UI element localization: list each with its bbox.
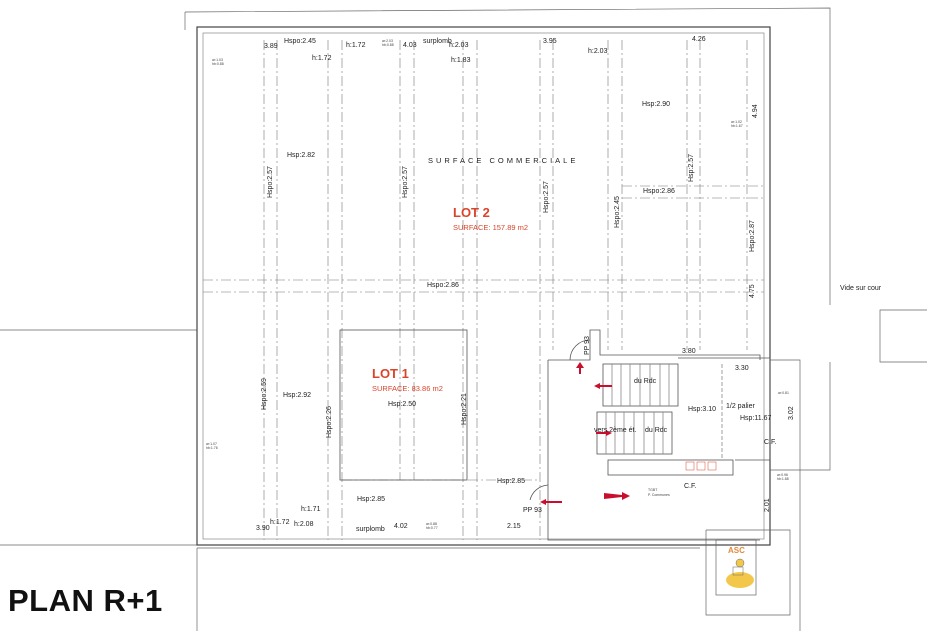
dim-label: Hsp:3.10 xyxy=(688,406,717,413)
dim-label: surplomb xyxy=(423,38,452,45)
exit-arrows xyxy=(540,362,630,505)
dim-label: 4.03 xyxy=(403,42,417,49)
dim-label: 3.89 xyxy=(264,43,278,50)
dim-label: h:1.72 xyxy=(312,55,332,62)
dim-label: h:2.03 xyxy=(588,48,608,55)
courtyard-label: Vide sur cour xyxy=(840,285,882,292)
dim-label: Hsp:2.57 xyxy=(688,153,695,182)
dim-label: h:1.71 xyxy=(301,506,321,513)
dim-label: Hsp:11.67 xyxy=(740,415,772,422)
window-note: ar:0.88 hb:0.77 xyxy=(426,522,438,530)
stair-label: du Rdc xyxy=(634,378,657,385)
dim-label: 3.30 xyxy=(735,365,749,372)
dim-label: Hspo:2.57 xyxy=(267,166,274,198)
elevator-icon xyxy=(726,558,754,588)
dim-label: Hsp:2.92 xyxy=(283,392,312,399)
stair-label: du Rdc xyxy=(645,427,668,434)
dim-label: Hsp:2.85 xyxy=(497,478,526,485)
dim-label: Hspo:2.26 xyxy=(326,406,333,438)
door-label: PP 93 xyxy=(523,507,542,514)
dim-label: h:2.03 xyxy=(449,42,469,49)
stair-label: vers 2ème ét. xyxy=(594,427,637,434)
dim-label: Hspo:2.59 xyxy=(261,378,268,410)
dim-label: surplomb xyxy=(356,526,385,533)
dim-label: Hspo:2.21 xyxy=(461,393,468,425)
dim-label: 4.75 xyxy=(749,284,756,298)
lot-1-label: LOT 1 xyxy=(372,366,409,381)
tgbt-label: TGBT xyxy=(648,488,658,492)
dim-label: 3.02 xyxy=(788,406,795,420)
dim-label: Hsp:2.82 xyxy=(287,152,316,159)
lot-1-surface: SURFACE: 83.86 m2 xyxy=(372,384,443,393)
plan-title: PLAN R+1 xyxy=(8,583,163,618)
dim-label: 3.95 xyxy=(543,38,557,45)
dim-label: Hspo:2.45 xyxy=(614,196,621,228)
dim-label: Hsp:2.85 xyxy=(357,496,386,503)
dim-label: h:2.08 xyxy=(294,521,314,528)
dim-label: Hspo:2.57 xyxy=(543,181,550,213)
dim-label: h:1.72 xyxy=(270,519,290,526)
elevator-label: ASC xyxy=(728,546,745,555)
dim-label: 2.01 xyxy=(764,498,771,512)
dim-label: Hspo:2.86 xyxy=(643,188,675,195)
landing-label: 1/2 palier xyxy=(726,403,755,410)
window-note: ar:2.03 hb:0.88 xyxy=(382,39,394,47)
window-note: ar:0.81 xyxy=(778,391,789,395)
door-label: PP 93 xyxy=(584,336,591,355)
surface-heading: SURFACE COMMERCIALE xyxy=(428,156,579,165)
dim-label: Hsp:2.90 xyxy=(642,101,671,108)
window-note: ar:1.03 hb:0.88 xyxy=(212,58,224,66)
dim-label: h:1.83 xyxy=(451,57,471,64)
dim-label: 4.94 xyxy=(752,104,759,118)
dim-label: 4.02 xyxy=(394,523,408,530)
lot-2-surface: SURFACE: 157.89 m2 xyxy=(453,223,529,232)
dim-label: Hspo:2.57 xyxy=(402,166,409,198)
dim-label: Hsp:2.50 xyxy=(388,401,417,408)
dim-label: 2.15 xyxy=(507,523,521,530)
window-note: ar:0.96 hb:1.88 xyxy=(777,473,789,481)
tgbt-label: P. Communes xyxy=(648,493,670,497)
window-note: ar:1.02 hb:1.67 xyxy=(731,120,743,128)
dim-label: h:1.72 xyxy=(346,42,366,49)
cf-label: C.F. xyxy=(764,439,777,446)
window-note: ar:1.07 hb:1.76 xyxy=(206,442,218,450)
lot-2-label: LOT 2 xyxy=(453,205,490,220)
dim-label: Hspo:2.45 xyxy=(284,38,316,45)
dim-label: Hspo:2.86 xyxy=(427,282,459,289)
cf-label: C.F. xyxy=(684,483,697,490)
dim-label: Hspo:2.87 xyxy=(749,220,756,252)
dim-label: 4.26 xyxy=(692,36,706,43)
dim-label: 3.90 xyxy=(256,525,270,532)
dim-label: 3.80 xyxy=(682,348,696,355)
